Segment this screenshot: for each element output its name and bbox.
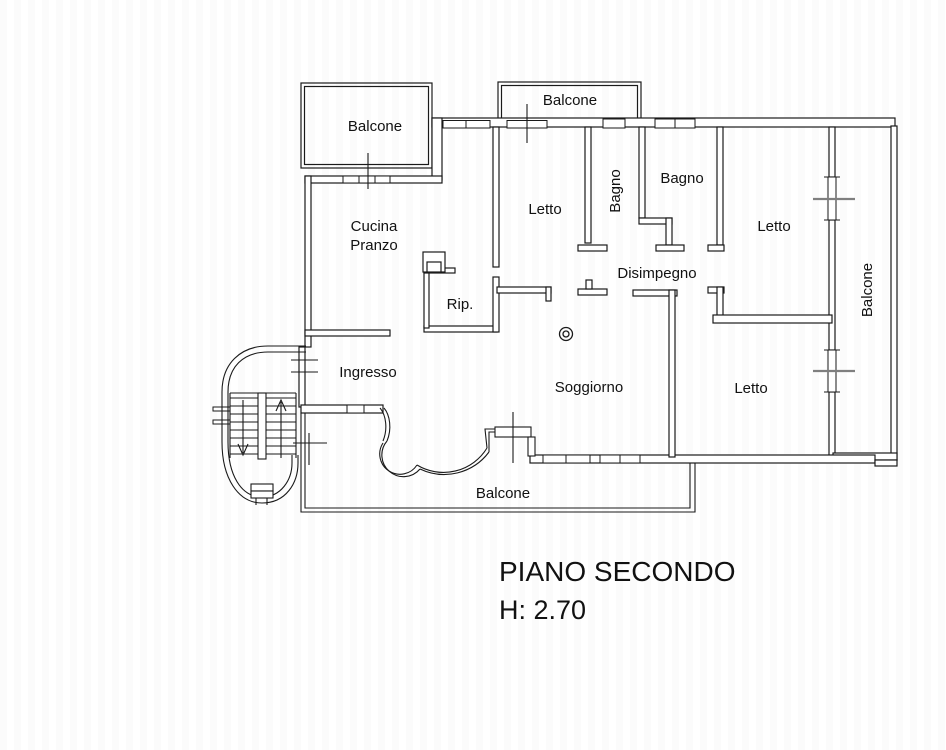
label-disimpegno: Disimpegno xyxy=(617,265,696,282)
stairwell-door xyxy=(250,483,274,505)
label-cucina-line2: Pranzo xyxy=(350,237,398,254)
stairwell-inner-wall xyxy=(227,351,306,498)
column-symbol xyxy=(558,326,574,342)
balcony-bottom-outline xyxy=(300,413,696,513)
label-bagno-main: Bagno xyxy=(660,170,703,187)
stairwell xyxy=(221,345,306,505)
label-cucina-line1: Cucina xyxy=(351,218,398,235)
bay-window xyxy=(379,407,536,478)
label-balcone-top-left: Balcone xyxy=(348,118,402,135)
label-balcone-right: Balcone xyxy=(859,263,876,317)
stairwell-outer-wall xyxy=(221,345,306,504)
label-ingresso: Ingresso xyxy=(339,364,397,381)
label-bagno-small: Bagno xyxy=(607,169,624,212)
label-balcone-top-center: Balcone xyxy=(543,92,597,109)
label-balcone-bottom: Balcone xyxy=(476,485,530,502)
plan-ceiling-height: H: 2.70 xyxy=(499,595,586,625)
label-ripostiglio: Rip. xyxy=(447,296,474,313)
stair-divider xyxy=(257,392,267,460)
plan-title: PIANO SECONDO xyxy=(499,556,735,587)
window-cross-ticks xyxy=(813,197,855,373)
label-letto-center: Letto xyxy=(528,201,561,218)
stair-treads xyxy=(229,392,297,458)
stair-arrow-up xyxy=(275,398,287,458)
label-letto-bottom-right: Letto xyxy=(734,380,767,397)
label-letto-top-right: Letto xyxy=(757,218,790,235)
walls xyxy=(298,117,898,467)
stair-arrow-down xyxy=(237,400,249,457)
label-soggiorno: Soggiorno xyxy=(555,379,623,396)
